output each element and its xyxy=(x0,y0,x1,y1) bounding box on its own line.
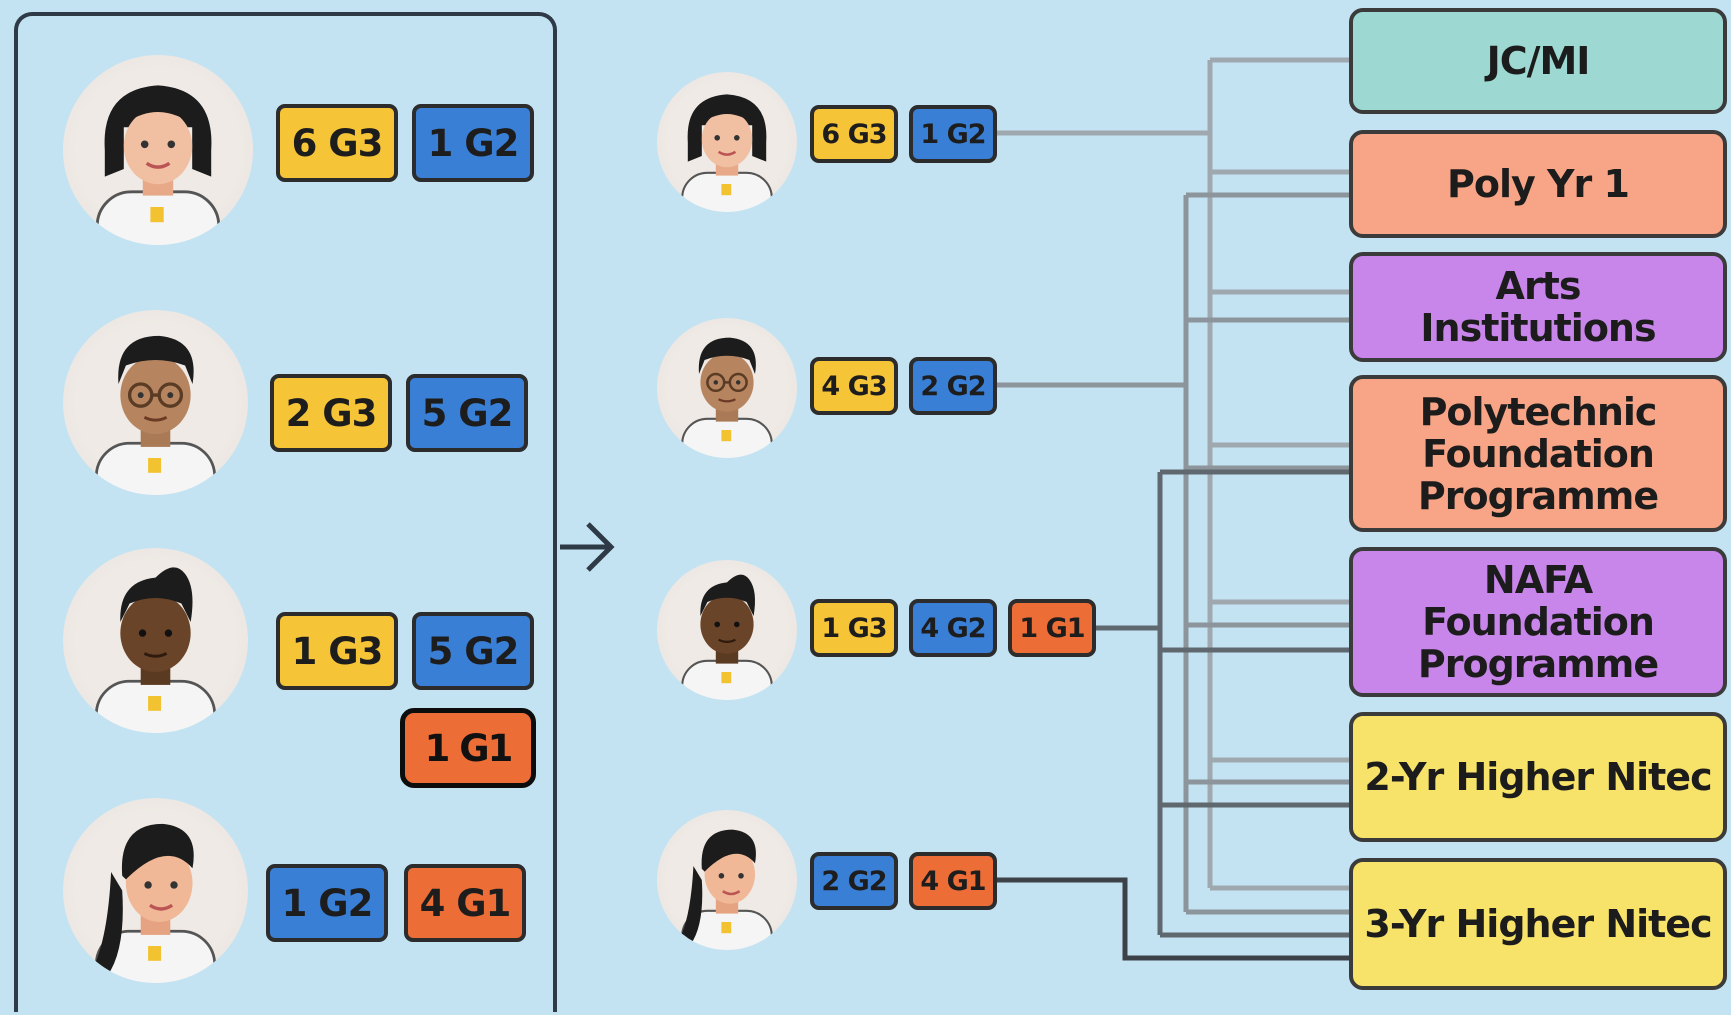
badge-g3: 6 G3 xyxy=(810,105,898,163)
badge-g2: 5 G2 xyxy=(412,612,534,690)
student-avatar-girl-ponytail xyxy=(657,810,797,950)
badge-g2: 1 G2 xyxy=(266,864,388,942)
destination-2-yr-higher-nitec: 2-Yr Higher Nitec xyxy=(1349,712,1727,842)
destination-3-yr-higher-nitec: 3-Yr Higher Nitec xyxy=(1349,858,1727,990)
destination-nafa-foundation-programme: NAFA Foundation Programme xyxy=(1349,547,1727,697)
badge-g1: 1 G1 xyxy=(1008,599,1096,657)
destination-poly-yr-1: Poly Yr 1 xyxy=(1349,130,1727,238)
badge-g1: 4 G1 xyxy=(909,852,997,910)
badge-g1-highlight: 1 G1 xyxy=(400,708,536,788)
badge-g2: 1 G2 xyxy=(412,104,534,182)
badge-g3: 6 G3 xyxy=(276,104,398,182)
badge-g2: 4 G2 xyxy=(909,599,997,657)
badge-g2: 1 G2 xyxy=(909,105,997,163)
student-avatar-boy-dark xyxy=(657,560,797,700)
student-avatar-boy-glasses xyxy=(63,310,248,495)
student-avatar-boy-dark xyxy=(63,548,248,733)
student-avatar-boy-glasses xyxy=(657,318,797,458)
student-options-panel xyxy=(14,12,557,1012)
destination-jc-mi: JC/MI xyxy=(1349,8,1727,114)
student-avatar-girl-ponytail xyxy=(63,798,248,983)
destination-polytechnic-foundation-programme: Polytechnic Foundation Programme xyxy=(1349,375,1727,532)
badge-g3: 1 G3 xyxy=(810,599,898,657)
student-avatar-girl xyxy=(657,72,797,212)
badge-g3: 4 G3 xyxy=(810,357,898,415)
badge-g2: 5 G2 xyxy=(406,374,528,452)
badge-g2: 2 G2 xyxy=(909,357,997,415)
badge-g2: 2 G2 xyxy=(810,852,898,910)
badge-g1: 4 G1 xyxy=(404,864,526,942)
badge-g3: 2 G3 xyxy=(270,374,392,452)
arrow-right-icon xyxy=(560,522,615,572)
destination-arts-institutions: Arts Institutions xyxy=(1349,252,1727,362)
student-avatar-girl xyxy=(63,55,253,245)
badge-g3: 1 G3 xyxy=(276,612,398,690)
